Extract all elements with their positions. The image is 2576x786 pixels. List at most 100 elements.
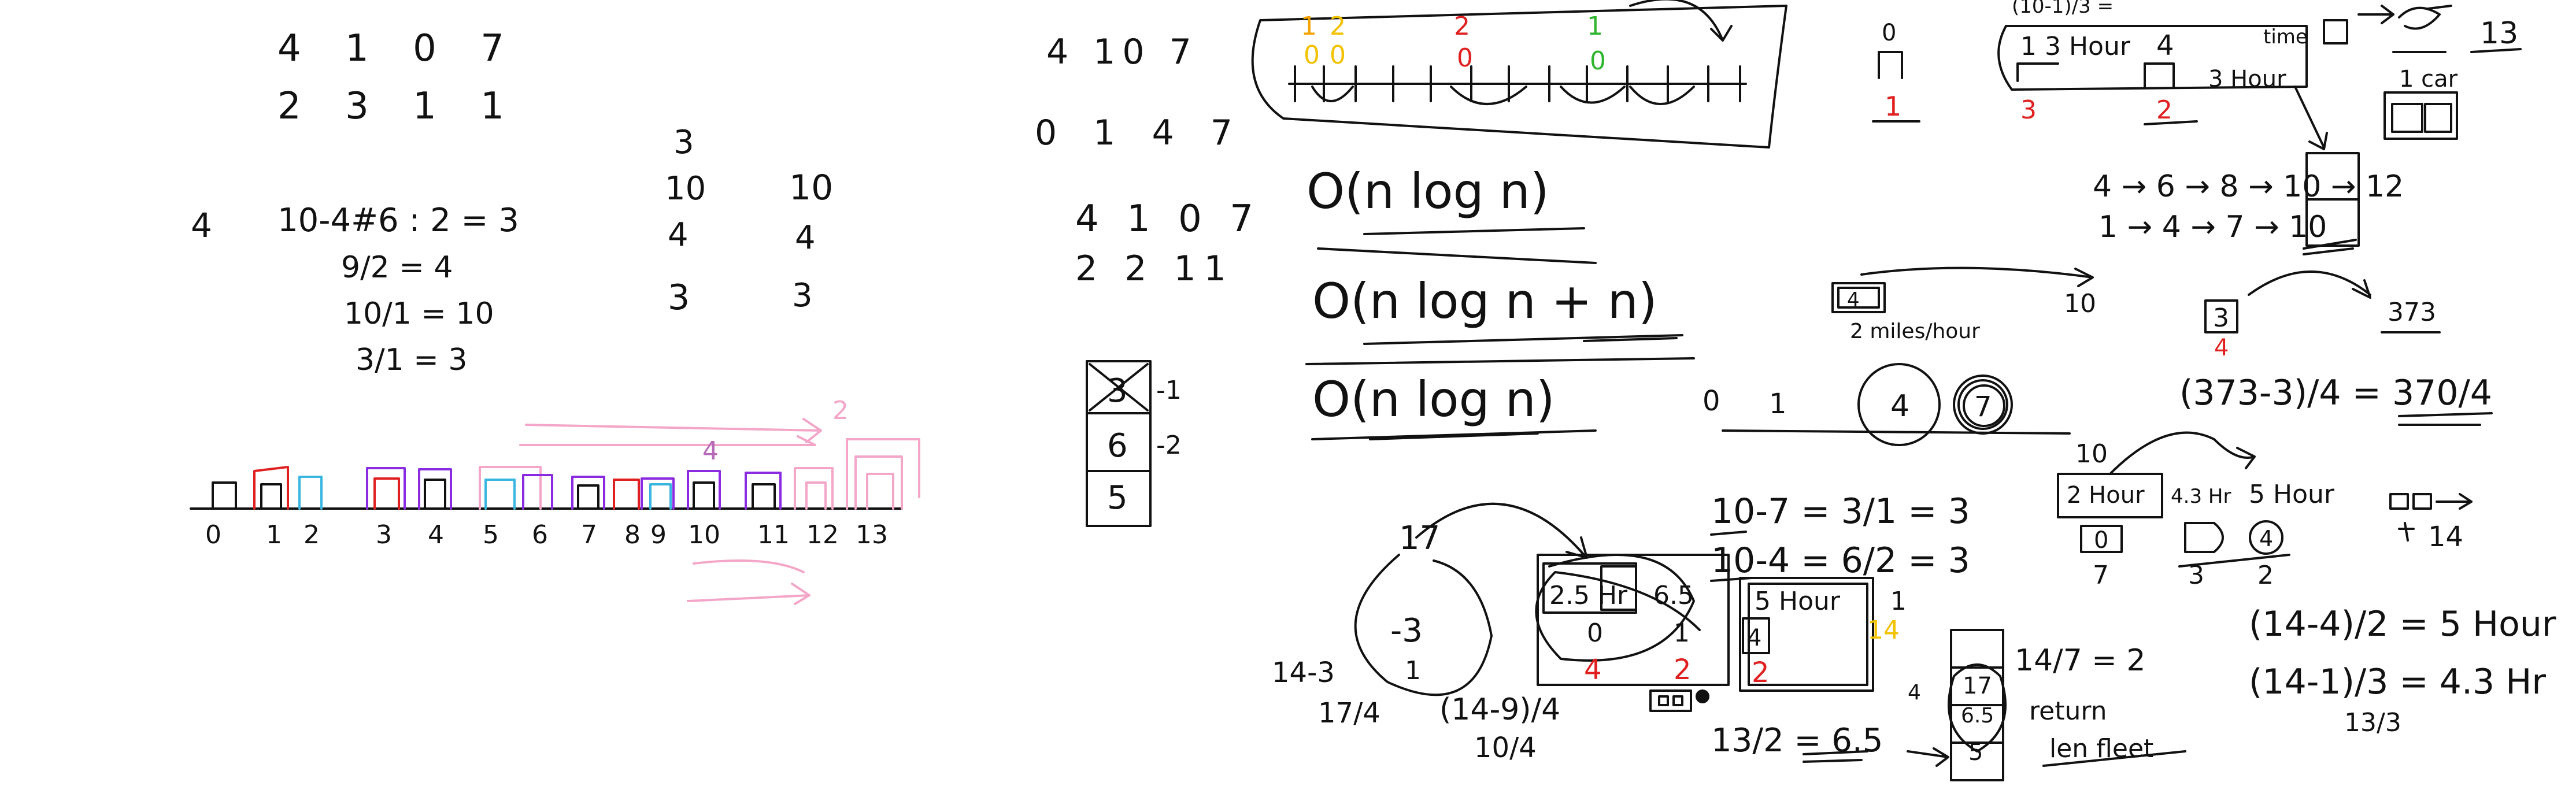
line-circle-7c [1963,384,2005,427]
chain-box-hatch [2303,239,2357,255]
div-calc: 14/7 = 2 [2015,643,2145,678]
three-arrow [2248,270,2371,299]
fleet-red-2: 2 [1674,654,1692,686]
group2-circle-4 [2249,520,2283,555]
tree-calc-3: (14-9)/4 [1439,692,1560,727]
calc-bottom-underline [1803,750,1868,763]
axis-tick: 2 [304,520,320,550]
chain1-arrow: → [2175,169,2220,204]
car-icon [1649,689,1692,712]
calc-line-4: 3/1 = 3 [356,343,467,377]
frac-calc: (373-3)/4 = 370/4 [2179,373,2492,413]
hours-enclosure [1997,25,2308,91]
col-a-2: 10 [665,170,706,207]
hour-zero-box [1878,51,1903,79]
red-num-1: 1 [1885,91,1901,122]
axis-tick: 10 [688,520,720,550]
big-o-1: O(n log n) [1306,163,1549,220]
strip-value: 0 [1457,43,1473,73]
fleet-scribble [1535,554,1701,662]
bar-pink-5 [479,466,542,510]
red-num-3: 3 [2020,95,2037,125]
bar-cyan-9 [649,483,672,510]
middle-section: 4 10 7 0 1 4 7 4 1 0 7 2 2 11 1 2 2 1 0 … [1035,0,1970,764]
chain1-n: 8 [2219,169,2238,204]
bar-pink-12b [805,481,827,510]
strip-enclosure [1251,5,1787,149]
fleet-num-3: 5 [1968,739,1983,766]
bar-pink-13c [866,473,894,510]
fleet-box-outer [1537,554,1730,686]
calc-right-1: 10-7 = 3/1 = 3 [1711,491,1970,532]
strip-ticks [1294,65,1741,102]
fleet-label-3: 5 Hour [1755,587,1841,616]
time-box [2323,19,2348,45]
calc-bottom: 13/2 = 6.5 [1711,722,1883,759]
group2-box-0 [2080,525,2123,553]
fleet-label-2: 6.5 [1653,581,1694,610]
count-13: 13 [2480,16,2518,51]
miles-arrow [1860,266,2094,287]
strip-value: 0 [1304,40,1320,70]
chain2-arrow: → [2245,210,2289,244]
fleet-num-1: 17 [1963,673,1992,699]
time-arrow [2357,5,2394,24]
fleet-red-3: 2 [1752,657,1770,689]
calc-leading: 4 [191,206,212,245]
group2-underline [2178,554,2290,568]
bar-black-7 [577,484,599,510]
strip-value: 0 [1590,46,1606,76]
group2-d-shape [2184,522,2224,553]
chain2-n: 4 [2162,210,2181,244]
tree-calc-4: 10/4 [1474,732,1537,764]
strip-value: 0 [1330,40,1346,70]
fleet-label-5: 4 [1747,625,1761,651]
calc-line-3: 10/1 = 10 [344,296,494,331]
hours-label-3: 3 Hour [2208,66,2286,92]
fleet-note-underline [2042,750,2186,767]
miles-box [1831,282,1886,313]
col-b-1: 10 [789,168,833,208]
tree-arrow [1415,502,1588,559]
group2-ten: 10 [2075,439,2108,469]
big-o-3-underline [1311,429,1597,440]
pink-arc [693,559,805,573]
bar-purple-10 [687,470,721,510]
chain2-arrow: → [2118,210,2162,244]
fleet-box-right [1739,577,1874,692]
fleet-small-box [1742,617,1770,654]
bar-pink-12 [794,467,834,510]
hours-bars [2016,62,2175,88]
pink-arrow-2 [519,435,816,446]
fleet-column-circle [1948,663,2007,752]
ten-label: 10 [2064,289,2096,318]
fleet-red-1: 4 [1584,654,1602,686]
bar-red-3 [373,477,400,510]
axis-tick: 13 [856,520,888,550]
group2-label-1: 2 Hour [2067,482,2145,509]
fleet-label-1: 2.5 Hr [1549,581,1628,610]
strip-label: 2 [1454,12,1470,41]
hour-zero: 0 [1882,20,1896,46]
car-box [2383,91,2458,140]
car-label: 1 car [2399,66,2458,92]
top-row-1: 4 1 0 7 [277,27,520,70]
strip-label: 1 [1587,12,1603,41]
three-box [2204,299,2238,333]
arrow-14-mark [2398,522,2415,542]
big-o-3: O(n log n) [1312,371,1555,428]
calc-b-sub: 13/3 [2344,708,2401,737]
bar-black-4 [424,479,446,510]
number-line [1722,429,2071,435]
strip-arcs [1311,86,1695,105]
group2-label-2: 4.3 Hr [2171,485,2231,508]
pink-arrow-1 [525,418,822,443]
bar-black-0 [212,481,237,510]
arrow-14-icon [2389,493,2473,510]
axis-ticks: 0 1 2 3 4 5 6 7 8 9 10 11 12 13 [205,520,888,550]
bar-cyan-5 [484,479,516,510]
hours-down-arrow [2294,86,2328,150]
group2-label-3: 5 Hour [2249,480,2335,509]
fleet-box-inner [1542,562,1637,614]
